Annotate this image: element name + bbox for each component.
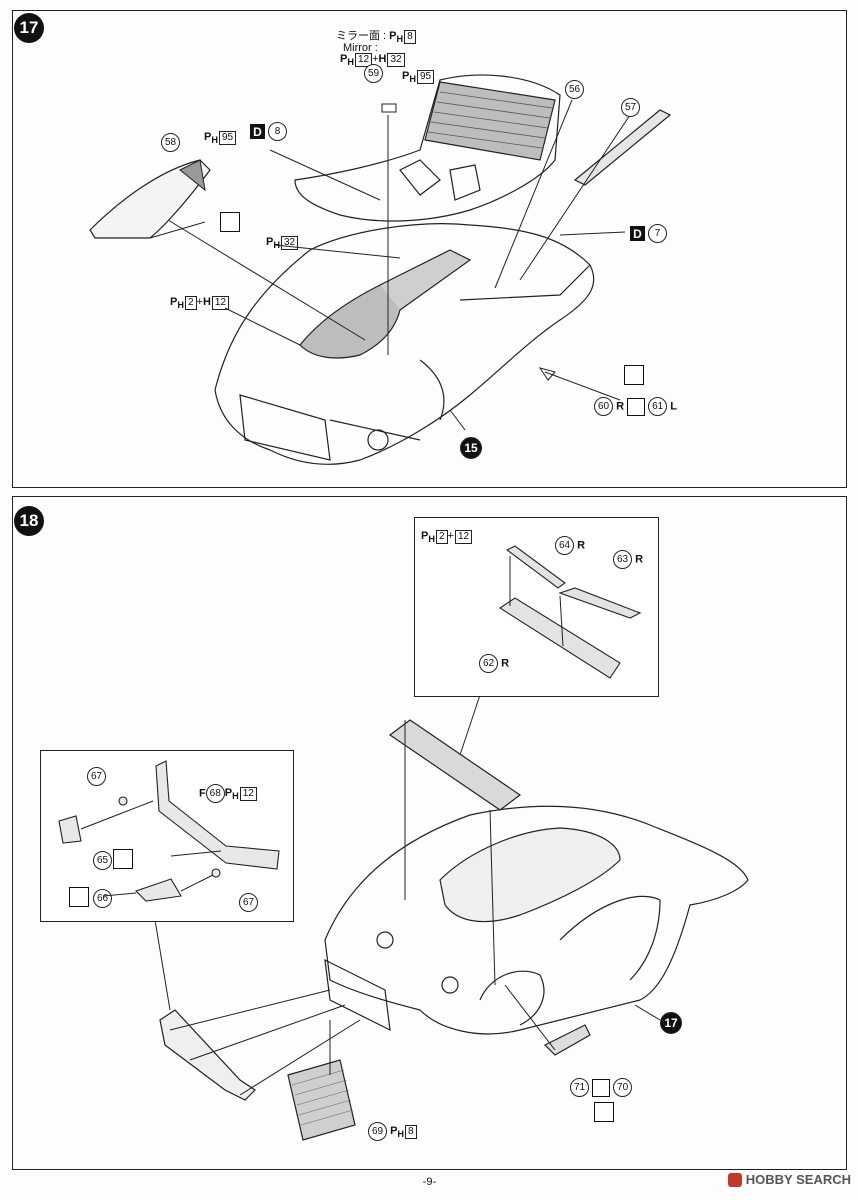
paint-d-letter-2: D (630, 226, 645, 241)
part-61-side: L (670, 400, 677, 413)
ph2-box: 2 (184, 296, 197, 310)
page-number: -9- (422, 1176, 437, 1188)
ph32-box: 32 (280, 236, 299, 250)
part-71-num: 71 (570, 1078, 589, 1097)
mirror-en-label: Mirror : (343, 42, 378, 55)
part-67b-label: 67 (239, 893, 258, 912)
watermark-text: HOBBY SEARCH (745, 1172, 851, 1187)
part-66-label: 66 (93, 889, 112, 908)
mirror-ph-12: 12 (354, 53, 373, 67)
leader-lines-18 (154, 694, 661, 1096)
ph12-box: 12 (211, 296, 230, 310)
part-57-label: 57 (621, 98, 640, 117)
part-63-side: R (635, 553, 644, 566)
part-62-num: 62 (479, 654, 498, 673)
part-58-label: 58 (161, 133, 180, 152)
part-62-side: R (501, 657, 510, 670)
part-71-70-label: 71 70 (570, 1078, 633, 1097)
part-64-num: 64 (555, 536, 574, 555)
mirror-jp-text: ミラー面 : (336, 30, 390, 42)
roof-panel (294, 74, 561, 222)
part-68-num: 68 (205, 784, 225, 803)
glue-icon-4 (69, 887, 89, 907)
mirror-ph-32: 32 (387, 53, 405, 67)
part-64-label: 64 R (555, 536, 585, 555)
part-56-label: 56 (565, 80, 584, 99)
mirror-en-text: Mirror : (343, 42, 378, 54)
part-58-window (89, 159, 211, 239)
part-64-side: R (577, 539, 586, 552)
step-15-ref: 15 (460, 437, 482, 459)
glue-icon-3 (113, 849, 133, 869)
part-71 (543, 1024, 591, 1056)
cowl-part (388, 719, 522, 811)
step-17-panel (12, 10, 847, 488)
part-61-label: 61 (648, 397, 668, 416)
step-17-ref: 17 (660, 1012, 682, 1034)
part-60-side: R (616, 400, 625, 413)
paint-d7-label: D 7 (630, 224, 667, 243)
glue-icon-2 (624, 365, 644, 385)
car-body-tub (214, 223, 595, 465)
part-68-prefix: F (199, 787, 206, 800)
paint-d-letter: D (250, 124, 265, 139)
part-63-num: 63 (613, 550, 632, 569)
part-68-ph12: 12 (239, 787, 257, 802)
part-70-num: 70 (613, 1078, 633, 1097)
bumper (159, 1009, 256, 1101)
step-18-panel (12, 496, 847, 1170)
part-69-ph8: 8 (405, 1125, 417, 1140)
plus-sign: + (372, 53, 379, 65)
part-69-mesh (287, 1059, 356, 1141)
part-60-61 (538, 367, 556, 381)
plus-sign-3: + (447, 530, 454, 542)
ph95-b: 95 (218, 131, 237, 145)
car-body-18 (324, 805, 749, 1035)
watermark-logo-icon (727, 1172, 742, 1187)
part-58-corner (179, 159, 206, 192)
mirror-jp-ph: 8 (404, 30, 416, 44)
inset-ph12: 12 (454, 530, 473, 544)
part-60-61-label: 60 R 61 L (594, 397, 677, 416)
ph95-a: 95 (416, 70, 435, 84)
part-69-num: 69 (368, 1122, 387, 1141)
paint-d8-number: 8 (268, 122, 287, 141)
inset-cowl-drawing (498, 545, 642, 679)
plus-sign-2: + (196, 296, 203, 308)
part-67a-label: 67 (87, 767, 106, 786)
part-60-label: 60 (594, 397, 613, 416)
part-62-label: 62 R (479, 654, 509, 673)
paint-d7-number: 7 (648, 224, 667, 243)
part-57-strip (573, 109, 672, 186)
left-right-icon-2 (592, 1078, 611, 1097)
part-63-label: 63 R (613, 550, 643, 569)
step-17-number: 17 (14, 13, 44, 43)
step-18-number: 18 (14, 506, 44, 536)
watermark: HOBBY SEARCH (727, 1172, 851, 1187)
inset-bumper-drawing (58, 760, 280, 902)
leader-lines (149, 99, 631, 431)
left-right-icon (627, 397, 646, 416)
glue-icon (220, 212, 240, 232)
part-59-label: 59 (364, 64, 383, 83)
inset-ph2: 2 (435, 530, 448, 544)
part-59-mirror (381, 103, 397, 113)
paint-d8-label: D 8 (250, 122, 287, 141)
glue-icon-5 (594, 1102, 614, 1122)
part-65-label: 65 (93, 851, 112, 870)
